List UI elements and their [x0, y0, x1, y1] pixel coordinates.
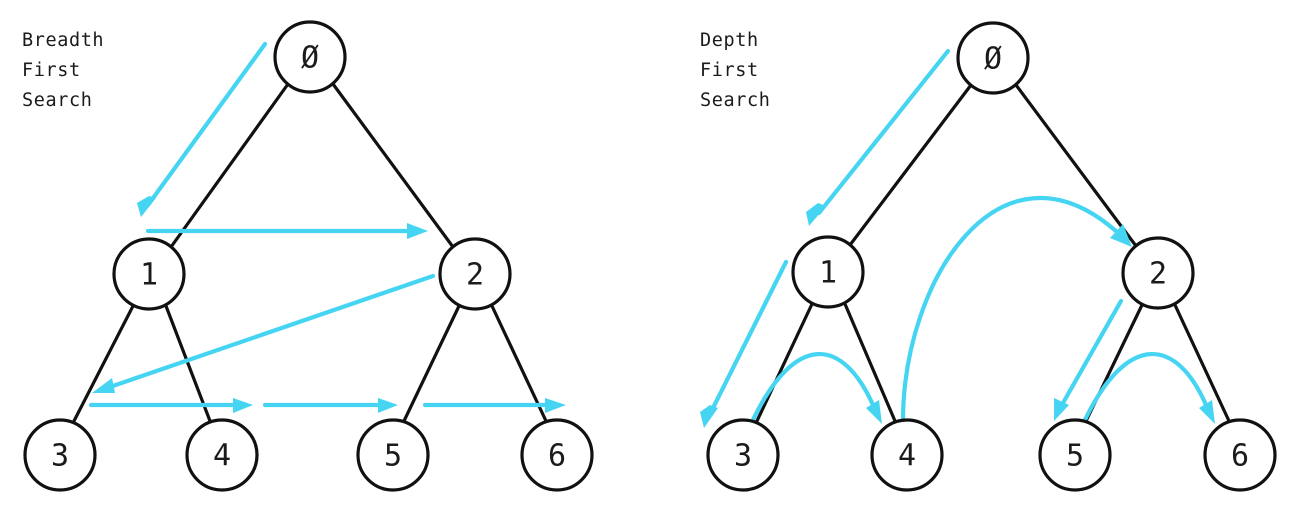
dfs-edge-1-4: [843, 302, 897, 423]
dfs-caption-line-2: First: [700, 60, 759, 81]
bfs-arrow-5-to-6: [422, 398, 566, 413]
dfs-arrow-4-to-2: [900, 195, 1132, 424]
bfs-arrow-0-to-1: [137, 41, 268, 217]
bfs-node-5[interactable]: 5: [356, 418, 430, 492]
bfs-caption-line-2: First: [22, 60, 81, 81]
bfs-arrow-4-to-5: [262, 398, 398, 413]
bfs-caption: Breadth First Search: [22, 30, 104, 111]
dfs-arrow-1-to-3: [700, 259, 789, 428]
bfs-caption-line-1: Breadth: [22, 30, 104, 51]
bfs-edge-1-3: [72, 304, 135, 423]
dfs-traversal-arrows: [700, 48, 1215, 428]
bfs-edge-1-4: [164, 304, 212, 423]
dfs-arrow-3-to-4: [748, 352, 882, 427]
dfs-arrow-5-to-6: [1080, 352, 1215, 427]
bfs-panel: Breadth First Search: [22, 20, 594, 492]
dfs-node-6-label: 6: [1231, 439, 1249, 474]
dfs-caption-line-1: Depth: [700, 30, 759, 51]
bfs-arrow-3-to-4: [88, 398, 253, 413]
dfs-node-1-label: 1: [819, 256, 837, 291]
dfs-edge-0-1: [848, 83, 973, 247]
dfs-edges: [755, 83, 1231, 423]
dfs-node-2-label: 2: [1149, 257, 1167, 292]
dfs-node-5[interactable]: 5: [1038, 418, 1112, 492]
bfs-node-2[interactable]: 2: [438, 237, 512, 311]
bfs-node-4[interactable]: 4: [185, 418, 259, 492]
dfs-panel: Depth First Search: [700, 21, 1277, 492]
dfs-node-3-label: 3: [734, 439, 752, 474]
dfs-caption: Depth First Search: [700, 30, 770, 111]
bfs-node-1[interactable]: 1: [112, 237, 186, 311]
bfs-traversal-arrows: [88, 41, 566, 413]
bfs-arrow-1-to-2: [145, 223, 428, 239]
dfs-caption-line-3: Search: [700, 90, 770, 111]
dfs-node-0[interactable]: Ø: [956, 21, 1030, 95]
bfs-node-3[interactable]: 3: [23, 418, 97, 492]
dfs-arrow-2-to-5: [1054, 298, 1124, 421]
bfs-node-2-label: 2: [466, 258, 484, 293]
bfs-edge-0-1: [169, 82, 290, 249]
bfs-caption-line-3: Search: [22, 90, 92, 111]
dfs-node-0-label: Ø: [984, 42, 1002, 77]
dfs-node-5-label: 5: [1066, 439, 1084, 474]
dfs-node-2[interactable]: 2: [1121, 236, 1195, 310]
dfs-node-4-label: 4: [898, 439, 916, 474]
dfs-edge-1-3: [755, 302, 814, 423]
bfs-node-3-label: 3: [51, 439, 69, 474]
dfs-edge-0-2: [1014, 83, 1138, 248]
dfs-node-4[interactable]: 4: [870, 418, 944, 492]
dfs-nodes: Ø 1 2 3 4: [706, 21, 1277, 492]
bfs-arrow-2-to-3: [92, 273, 436, 393]
dfs-node-6[interactable]: 6: [1203, 418, 1277, 492]
bfs-node-0-label: Ø: [301, 41, 319, 76]
bfs-node-1-label: 1: [140, 258, 158, 293]
bfs-edge-0-2: [331, 82, 455, 249]
dfs-node-1[interactable]: 1: [791, 235, 865, 309]
dfs-arrow-0-to-1: [806, 48, 951, 226]
bfs-node-4-label: 4: [213, 439, 231, 474]
bfs-edge-2-5: [402, 304, 461, 423]
bfs-node-6-label: 6: [548, 439, 566, 474]
bfs-nodes: Ø 1 2 3 4: [23, 20, 594, 492]
bfs-node-0[interactable]: Ø: [273, 20, 347, 94]
bfs-node-6[interactable]: 6: [520, 418, 594, 492]
bfs-node-5-label: 5: [384, 439, 402, 474]
dfs-node-3[interactable]: 3: [706, 418, 780, 492]
dfs-edge-2-6: [1173, 303, 1231, 423]
bfs-edges: [72, 82, 548, 423]
bfs-edge-2-6: [490, 304, 548, 423]
